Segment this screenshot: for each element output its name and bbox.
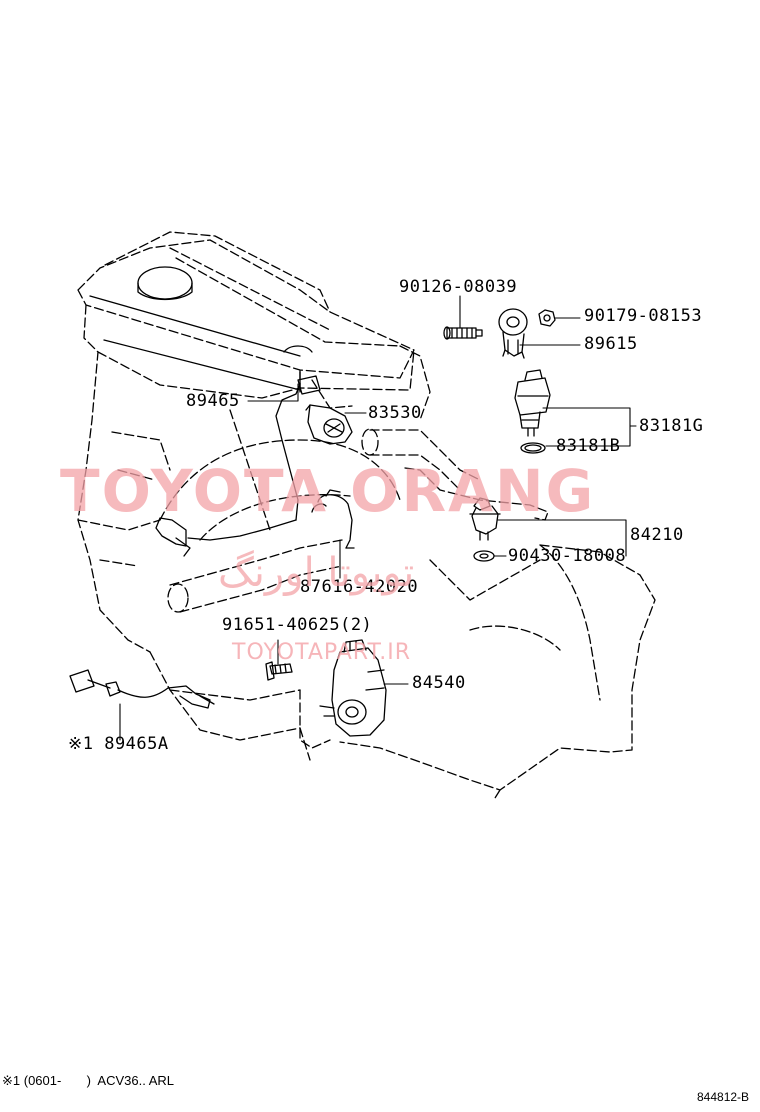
part-label: 89465 — [186, 391, 240, 411]
part-label: 91651-40625(2) — [222, 615, 373, 635]
part-label: 84540 — [412, 673, 466, 693]
watermark-url: TOYOTAPART.IR — [232, 640, 412, 665]
part-label: 90430-18008 — [508, 546, 627, 566]
engine-head-details — [89, 266, 313, 393]
switch-84210 — [469, 497, 501, 541]
oxygen-sensor-89465 — [155, 375, 321, 557]
bolt-91651 — [265, 661, 293, 681]
sensor-83181G — [514, 369, 551, 437]
engine-outline — [77, 231, 656, 799]
switch-assembly-84540 — [319, 639, 387, 737]
part-label: 83181G — [639, 416, 704, 436]
stud-bolt-90126 — [443, 326, 483, 340]
watermark-english: TOYOTA ORANG — [60, 457, 596, 525]
o-ring-83181B — [520, 442, 546, 454]
part-label: 83181B — [556, 436, 621, 456]
gasket-90430 — [473, 550, 495, 562]
part-label: 90179-08153 — [584, 306, 703, 326]
knock-sensor-89615 — [498, 308, 528, 359]
clamp-87616 — [311, 489, 355, 549]
part-label: 84210 — [630, 525, 684, 545]
part-label: 83530 — [368, 403, 422, 423]
nut-90179 — [538, 309, 556, 327]
part-label: 89615 — [584, 334, 638, 354]
footnote: ※1 (0601- ) ACV36.. ARL — [2, 1073, 175, 1088]
oxygen-sensor-89465A — [69, 669, 215, 709]
part-label: ※1 89465A — [68, 734, 169, 754]
oil-pressure-switch-83530 — [305, 404, 353, 445]
watermark-persian: تویوتا اورنگ — [218, 550, 415, 596]
part-label: 87616-42020 — [300, 577, 419, 597]
leader-lines — [119, 295, 637, 741]
diagram-code: 844812-B — [697, 1090, 750, 1104]
part-label: 90126-08039 — [399, 277, 518, 297]
